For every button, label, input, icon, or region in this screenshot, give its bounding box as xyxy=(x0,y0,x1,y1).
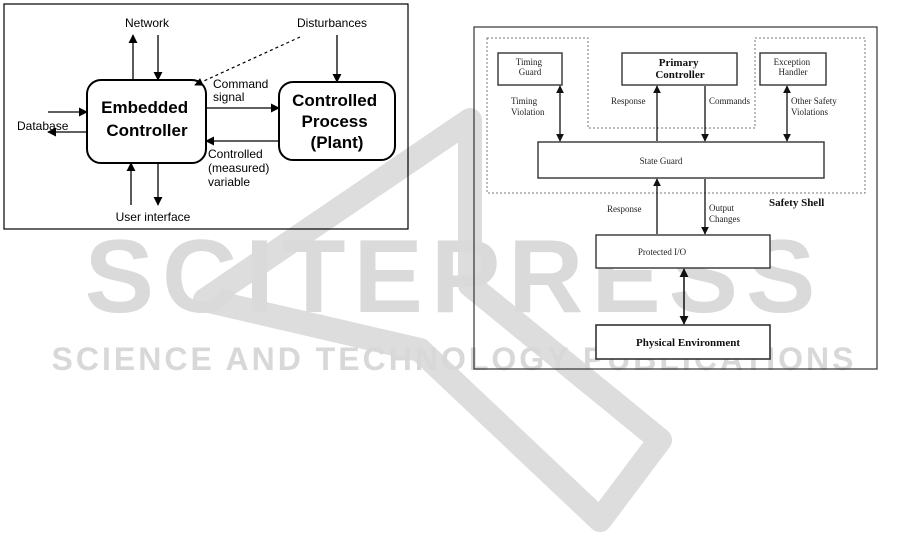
response-top-label: Response xyxy=(611,96,646,106)
state-guard-label: State Guard xyxy=(640,156,683,166)
left-diagram: Embedded Controller Controlled Process (… xyxy=(3,3,409,230)
timing-guard-box xyxy=(497,52,563,86)
output-changes-label: Output Changes xyxy=(709,203,740,224)
state-guard-box xyxy=(537,141,825,179)
safety-shell-boundary xyxy=(486,37,866,194)
commands-label: Commands xyxy=(709,96,750,106)
protected-io-label: Protected I/O xyxy=(638,247,687,257)
left-diagram-frame xyxy=(3,3,409,230)
exception-handler-box xyxy=(759,52,827,86)
physical-environment-label: Physical Environment xyxy=(636,337,740,349)
timing-violation-label: Timing Violation xyxy=(511,96,545,117)
command-signal-label: Command signal xyxy=(213,77,272,104)
right-diagram: Safety Shell Timing Guard Primary Contro… xyxy=(473,26,878,370)
user-interface-label: User interface xyxy=(116,210,191,224)
physical-environment-box xyxy=(595,324,771,360)
primary-controller-box xyxy=(621,52,738,86)
disturbances-label: Disturbances xyxy=(297,16,367,30)
timing-guard-label: Timing Guard xyxy=(516,57,544,77)
controlled-variable-label: Controlled (measured) variable xyxy=(208,147,273,189)
disturbance-dashed-arrow xyxy=(194,36,301,86)
exception-handler-label: Exception Handler xyxy=(774,57,813,77)
other-safety-violations-label: Other Safety Violations xyxy=(791,96,839,117)
database-label: Database xyxy=(17,119,69,133)
network-label: Network xyxy=(125,16,170,30)
controlled-process-label: Controlled Process (Plant) xyxy=(292,91,382,152)
embedded-controller-label: Embedded Controller xyxy=(101,98,193,140)
watermark: SCITEPRESS SCIENCE AND TECHNOLOGY PUBLIC… xyxy=(52,108,853,532)
protected-io-box xyxy=(595,234,771,269)
embedded-controller-box xyxy=(86,79,207,164)
watermark-shape xyxy=(193,108,672,532)
safety-shell-label: Safety Shell xyxy=(769,197,824,209)
response-bottom-label: Response xyxy=(607,204,642,214)
primary-controller-label: Primary Controller xyxy=(655,57,704,81)
right-diagram-frame xyxy=(473,26,878,370)
